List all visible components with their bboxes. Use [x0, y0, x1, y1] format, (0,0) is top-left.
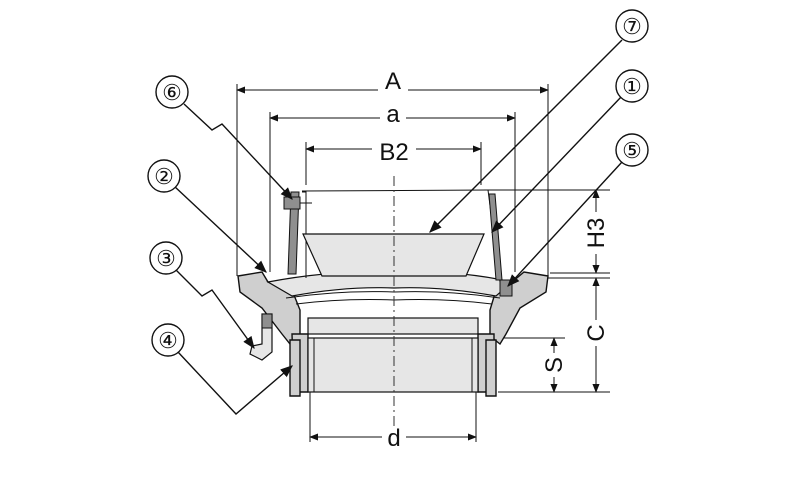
callout-6: ⑥	[155, 75, 189, 109]
callout-4: ④	[151, 323, 185, 357]
dimension-A: A	[236, 68, 549, 276]
callout-1: ①	[615, 69, 649, 103]
svg-text:⑥: ⑥	[162, 80, 182, 105]
svg-text:⑦: ⑦	[622, 14, 642, 39]
svg-text:⑤: ⑤	[622, 138, 642, 163]
dimension-B2: B2	[305, 136, 482, 185]
callout-leaders	[173, 39, 623, 415]
callout-5: ⑤	[615, 133, 649, 167]
dimension-S: S	[498, 337, 568, 393]
strainer-basket	[287, 189, 503, 283]
dimension-C-label: C	[583, 324, 610, 341]
svg-text:①: ①	[622, 74, 642, 99]
dimension-d-label: d	[387, 425, 400, 452]
svg-text:②: ②	[154, 164, 174, 189]
dimension-a-label: a	[386, 101, 400, 128]
dimension-a: a	[269, 101, 516, 272]
dimension-S-label: S	[541, 357, 568, 373]
dimension-B2-label: B2	[379, 139, 408, 166]
dimension-H3-label: H3	[583, 218, 610, 249]
bolt-5	[499, 279, 513, 297]
dimension-H3: H3	[484, 189, 610, 274]
svg-text:④: ④	[158, 328, 178, 353]
callout-7: ⑦	[615, 9, 649, 43]
svg-text:③: ③	[156, 246, 176, 271]
side-pipe-3	[249, 313, 273, 361]
bolt-6	[283, 196, 312, 210]
callout-2: ②	[147, 159, 181, 193]
callout-3: ③	[149, 241, 183, 275]
dimension-A-label: A	[385, 68, 401, 95]
dimension-C: C	[498, 277, 610, 393]
